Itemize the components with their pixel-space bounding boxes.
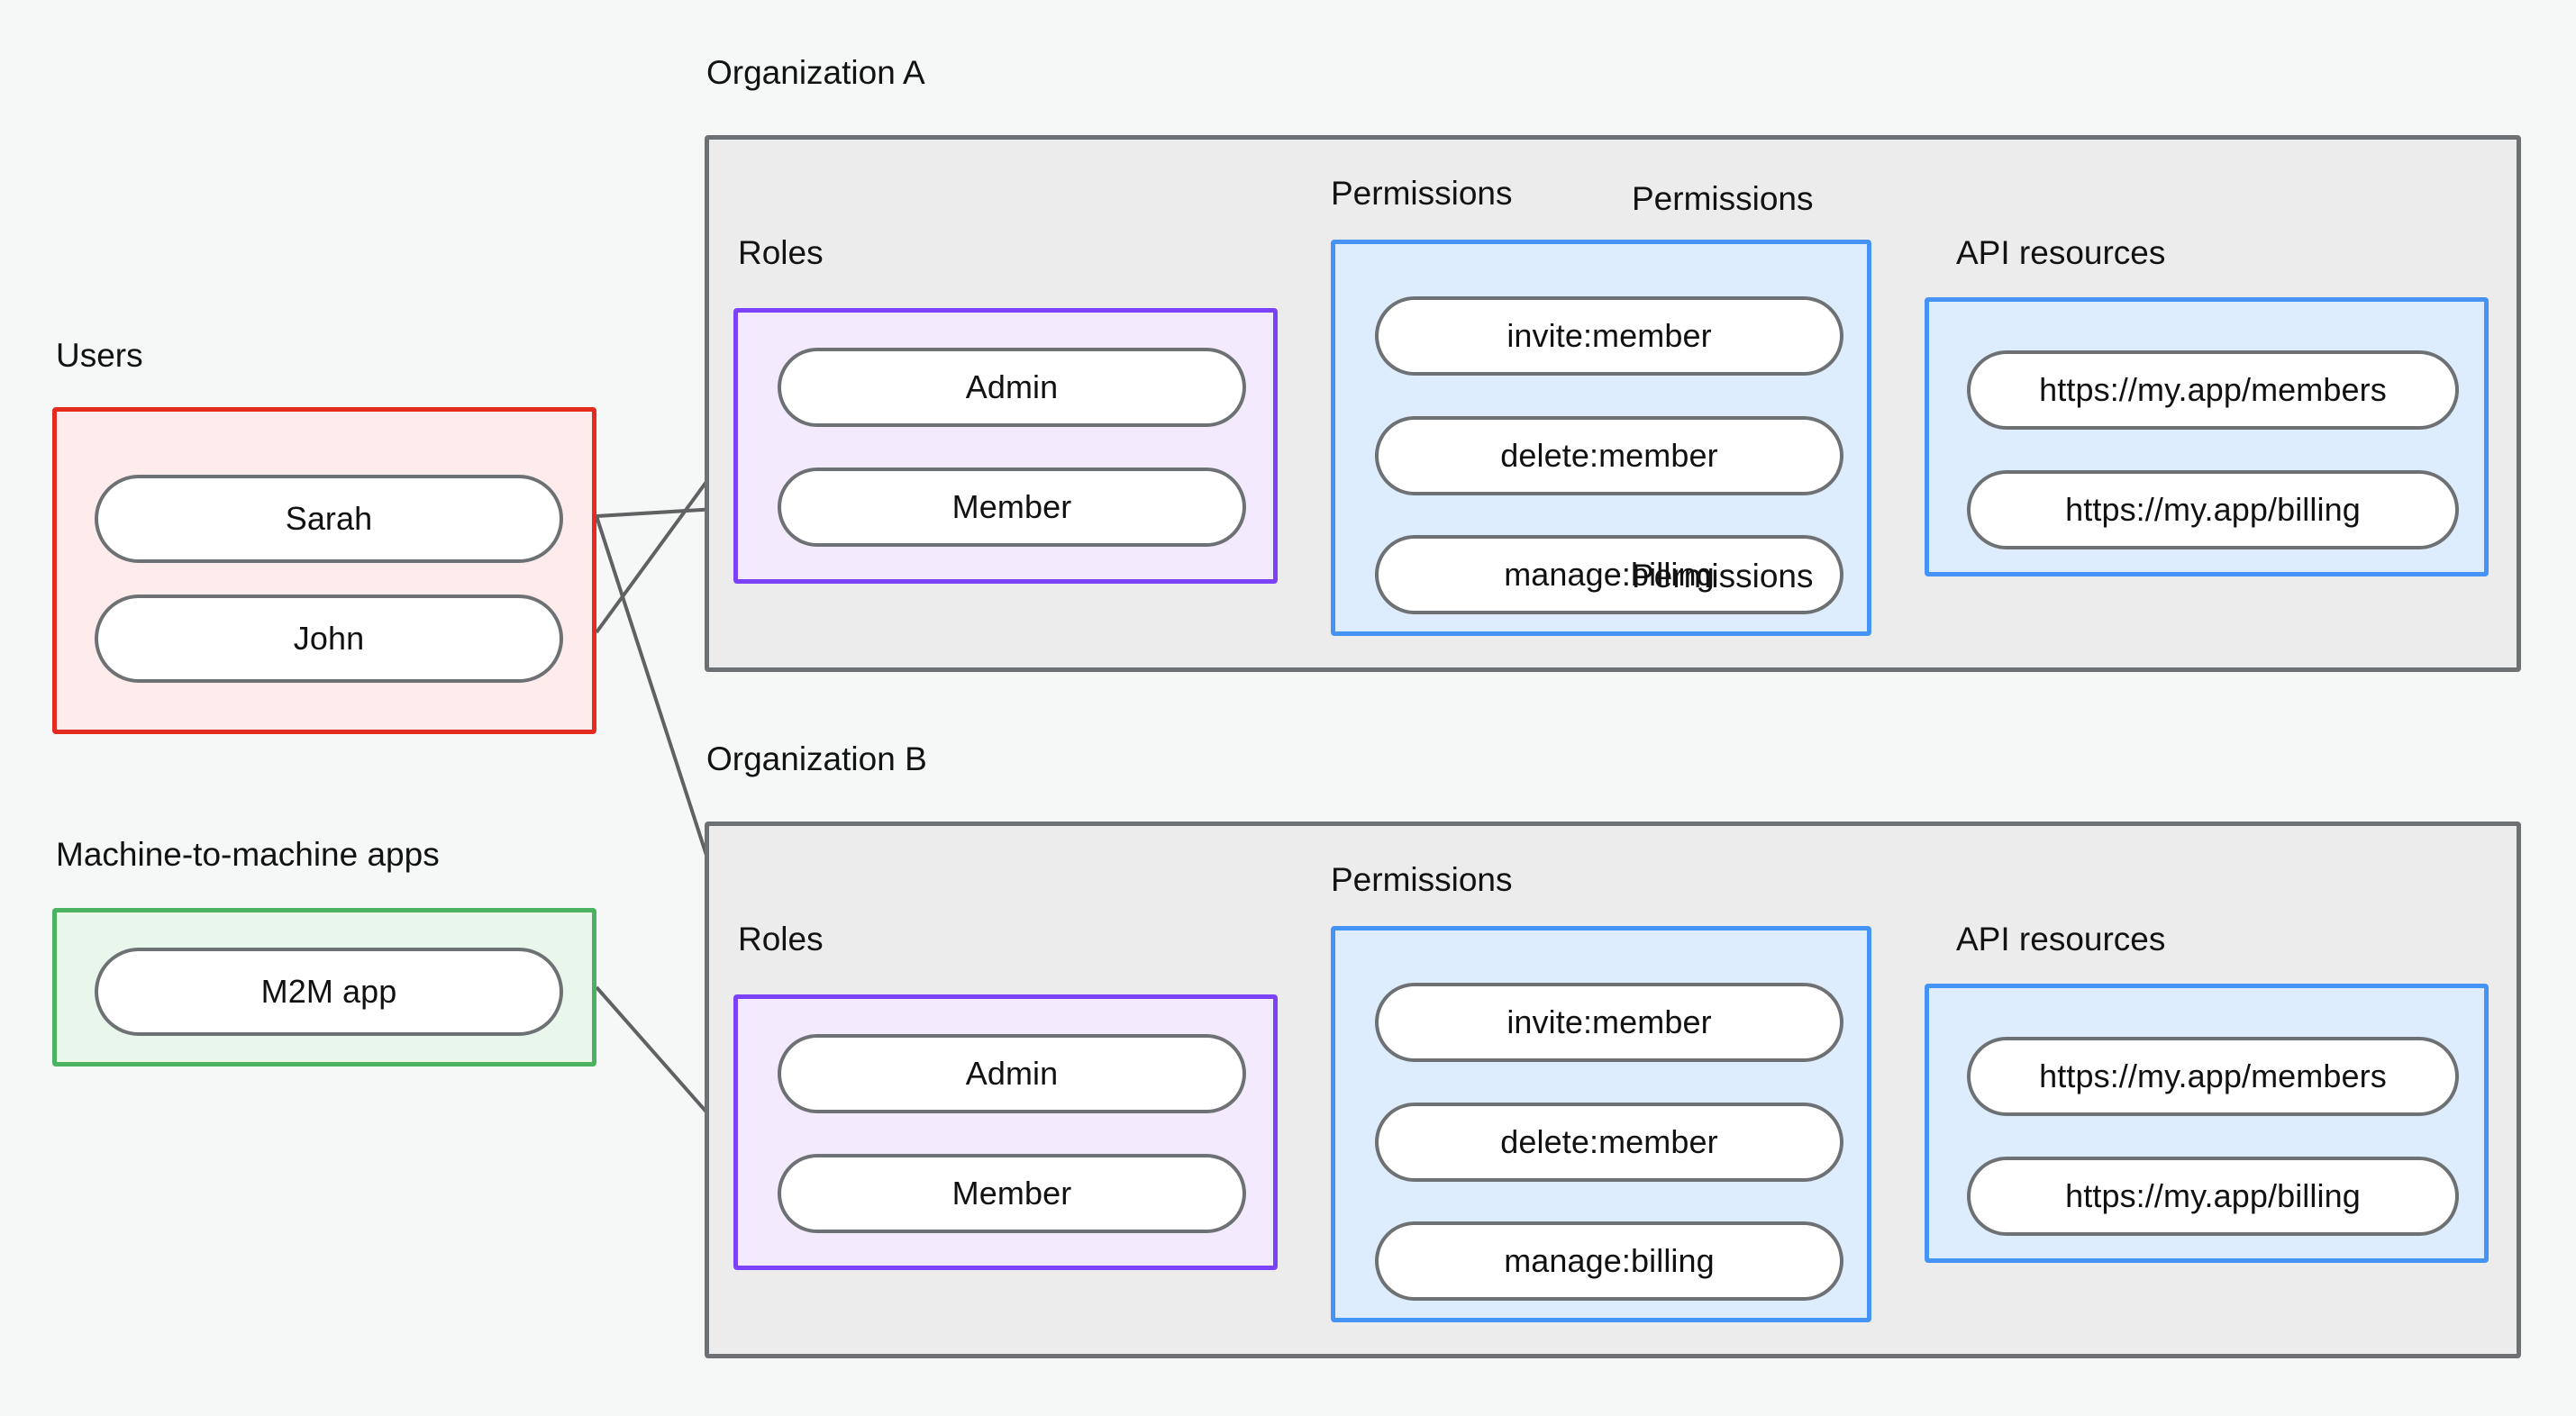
org-a-permission-manage-billing[interactable]: manage:billing: [1375, 535, 1843, 614]
org-a-role-admin[interactable]: Admin: [778, 348, 1246, 427]
org-a-permissions-caption: Permissions: [1632, 180, 1814, 217]
org-a-roles-group: Admin Member: [733, 308, 1278, 584]
org-b-roles-caption: Roles: [738, 921, 824, 958]
org-b-permissions-group: invite:member delete:member manage:billi…: [1331, 926, 1871, 1322]
org-b-permission-delete-member[interactable]: delete:member: [1375, 1103, 1843, 1182]
org-a-caption: Organization A: [706, 54, 925, 91]
org-a-api-resources-group: https://my.app/members https://my.app/bi…: [1925, 297, 2489, 576]
users-caption: Users: [56, 337, 143, 374]
org-b-role-member[interactable]: Member: [778, 1154, 1246, 1233]
org-a-api-resource-billing[interactable]: https://my.app/billing: [1967, 470, 2459, 549]
m2m-group: M2M app: [52, 908, 596, 1067]
users-group: Sarah John: [52, 407, 596, 734]
org-b-api-resources-group: https://my.app/members https://my.app/bi…: [1925, 984, 2489, 1263]
org-b-caption: Organization B: [706, 740, 927, 777]
user-node-john[interactable]: John: [95, 595, 563, 683]
org-b-roles-group: Admin Member: [733, 994, 1278, 1270]
org-b-role-admin[interactable]: Admin: [778, 1034, 1246, 1113]
org-b-permission-invite-member[interactable]: invite:member: [1375, 983, 1843, 1062]
org-b-api-resource-billing[interactable]: https://my.app/billing: [1967, 1157, 2459, 1236]
org-a-permission-delete-member[interactable]: delete:member: [1375, 416, 1843, 495]
m2m-node-app[interactable]: M2M app: [95, 948, 563, 1036]
org-b-permission-manage-billing[interactable]: manage:billing: [1375, 1221, 1843, 1301]
org-b-permissions-caption: Permissions: [1632, 558, 1814, 595]
org-b-api-caption: API resources: [1956, 921, 2166, 958]
org-b-api-resource-members[interactable]: https://my.app/members: [1967, 1037, 2459, 1116]
org-a-permission-invite-member[interactable]: invite:member: [1375, 296, 1843, 376]
user-node-sarah[interactable]: Sarah: [95, 475, 563, 563]
org-a-role-member[interactable]: Member: [778, 467, 1246, 547]
org-a-roles-caption: Roles: [738, 234, 824, 271]
m2m-caption: Machine-to-machine apps: [56, 836, 440, 873]
org-a-api-resource-members[interactable]: https://my.app/members: [1967, 350, 2459, 430]
org-b-permissions-label: Permissions: [1331, 861, 1513, 898]
org-a-api-caption: API resources: [1956, 234, 2166, 271]
org-a-permissions-group: invite:member delete:member manage:billi…: [1331, 240, 1871, 636]
org-a-permissions-label: Permissions: [1331, 175, 1513, 212]
